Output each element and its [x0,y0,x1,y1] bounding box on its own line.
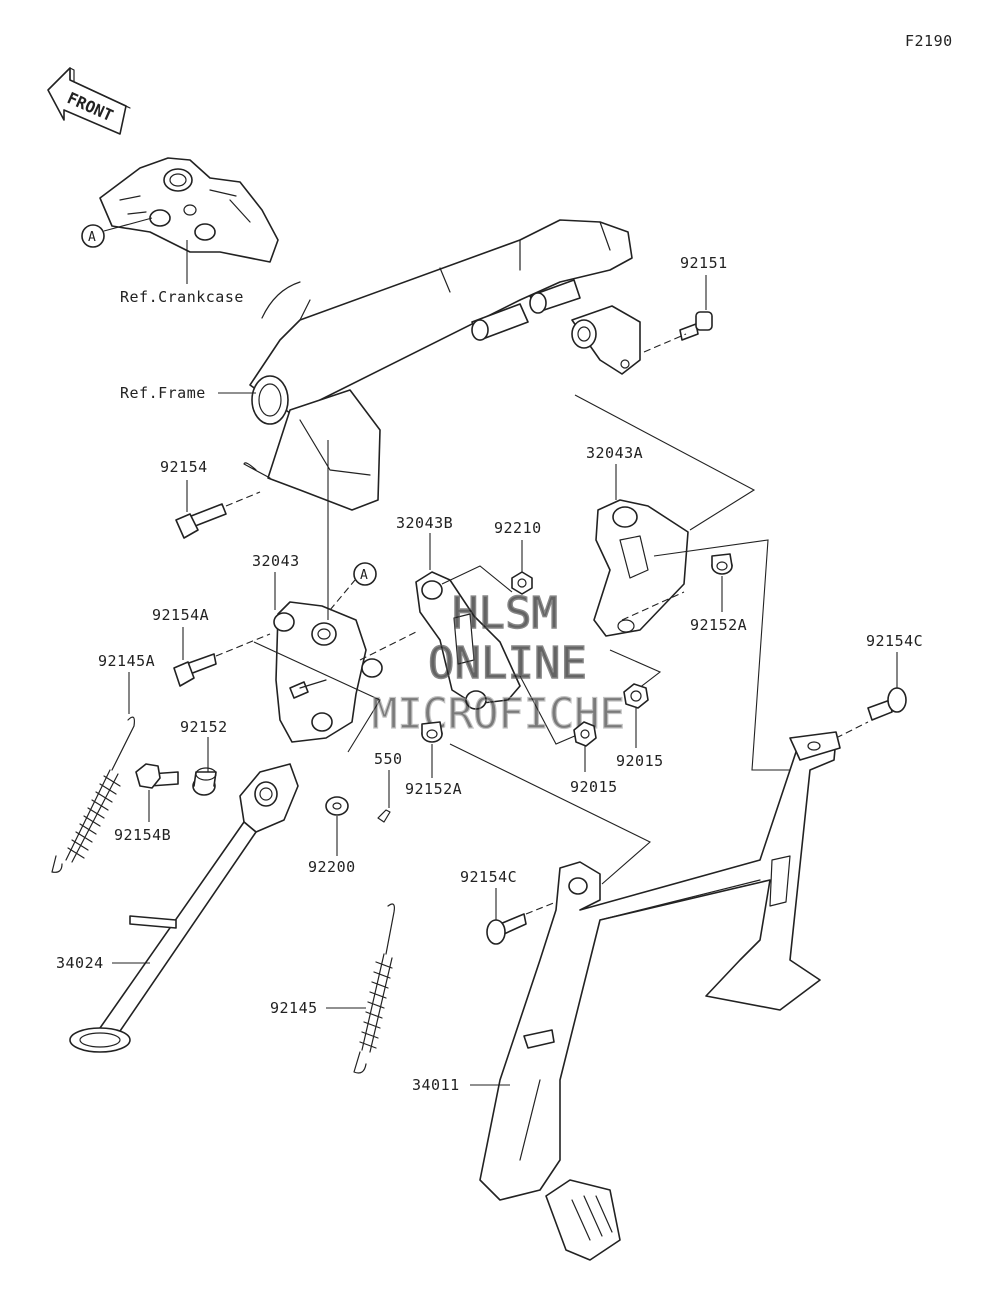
watermark: HLSM ONLINE MICROFICHE [371,587,625,738]
label-92152: 92152 [180,718,228,736]
ref-marker-label: A [88,230,96,245]
bolt-92154C-lower-icon [486,913,527,945]
bolt-92154C-right-icon [867,687,907,721]
label-92151: 92151 [680,254,728,272]
ref-marker-circle [81,224,105,248]
label-92210: 92210 [494,519,542,537]
label-92154B: 92154B [114,826,171,844]
diagram-code: F2190 [905,32,953,50]
collar-92152-icon [192,767,217,796]
label-92154: 92154 [160,458,208,476]
watermark-line-1: HLSM [452,588,558,639]
ref-marker-circle-2 [353,562,377,586]
label-34024: 34024 [56,954,104,972]
washer-92200-icon [325,796,349,816]
label-92200: 92200 [308,858,356,876]
label-92154C-right: 92154C [866,632,923,650]
label-92015-lower: 92015 [570,778,618,796]
label-32043A: 32043A [586,444,643,462]
nut-92015-lower-icon [573,721,597,747]
label-92152A-lower: 92152A [405,780,462,798]
ref-frame-label: Ref.Frame [120,384,206,402]
bolt-92154-icon [175,503,227,539]
ref-crankcase-label: Ref.Crankcase [120,288,244,306]
nut-92015-upper-icon [623,683,649,709]
spring-92145 [353,903,395,1074]
label-550: 550 [374,750,403,768]
bolt-92154B-icon [135,763,179,789]
crankcase-illustration [99,157,279,263]
bracket-32043 [273,601,383,743]
label-32043: 32043 [252,552,300,570]
spring-92145A [51,716,135,873]
label-34011: 34011 [412,1076,460,1094]
side-stand-34024 [69,763,299,1053]
bracket-32043A [593,499,689,637]
cotter-pin-550-icon [377,809,391,823]
label-92154C-lower: 92154C [460,868,517,886]
label-92145A: 92145A [98,652,155,670]
front-arrow-icon: FRONT [47,67,131,135]
label-32043B: 32043B [396,514,453,532]
label-92145: 92145 [270,999,318,1017]
ref-marker-label-2: A [360,568,368,583]
bracket-32043B [415,571,521,710]
main-stand-34011 [479,731,841,1261]
bolt-92151-icon [679,311,713,341]
watermark-line-2: ONLINE [428,638,587,689]
label-92015-upper: 92015 [616,752,664,770]
collar-92152A-lower-icon [421,721,443,743]
frame-illustration [243,219,641,511]
bolt-92154A-icon [173,653,217,687]
label-92152A-right: 92152A [690,616,747,634]
collar-92152A-right-icon [711,553,733,575]
label-92154A: 92154A [152,606,209,624]
